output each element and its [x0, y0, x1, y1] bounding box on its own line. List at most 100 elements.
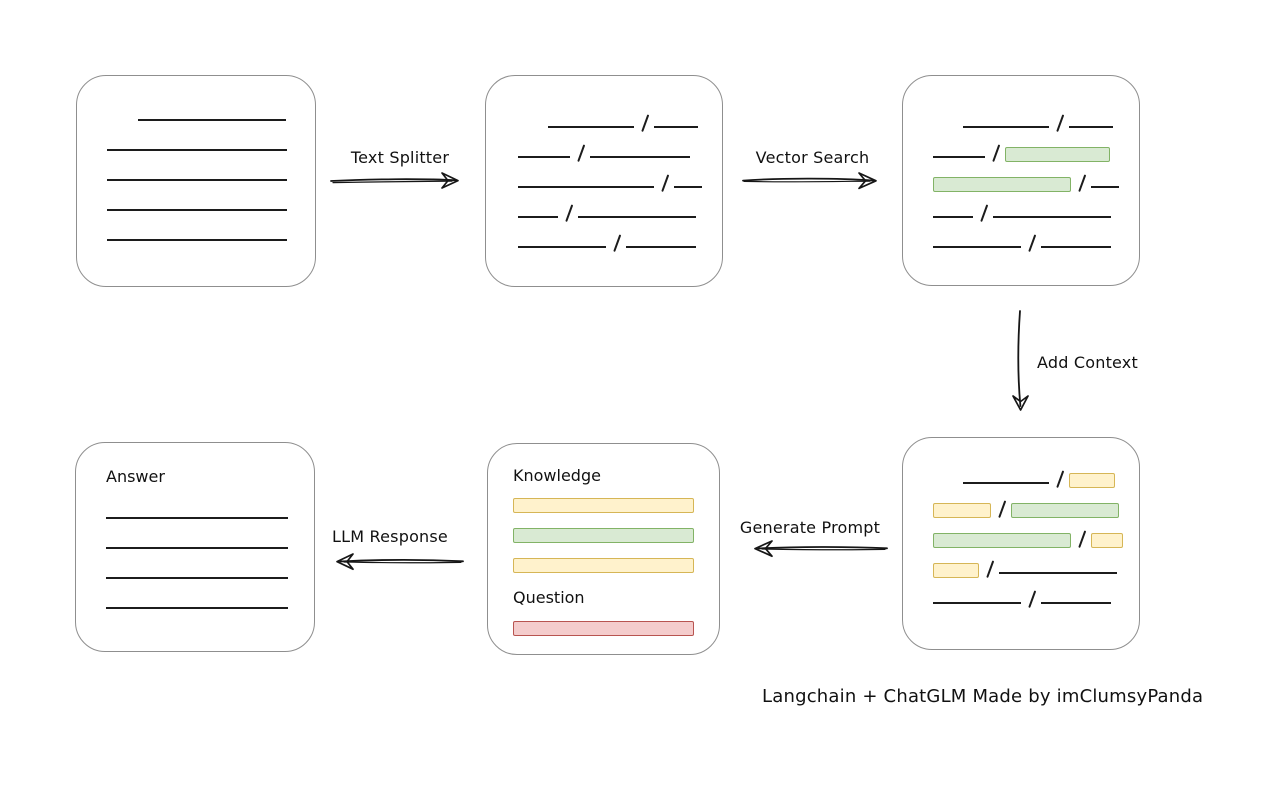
- text-line: [933, 156, 985, 158]
- slash-separator: [1056, 114, 1065, 133]
- answer-box: Answer: [75, 442, 315, 652]
- generate-prompt-label: Generate Prompt: [739, 518, 881, 537]
- highlight-green-chunk: [933, 177, 1071, 192]
- highlight-yellow-chunk: [933, 563, 979, 578]
- yellow-chunk-bar: [513, 498, 694, 513]
- generate-prompt-arrow: [738, 536, 888, 561]
- diagram-caption: Langchain + ChatGLM Made by imClumsyPand…: [762, 686, 1204, 707]
- text-line: [963, 126, 1049, 128]
- text-row: [518, 222, 722, 253]
- text-row: [138, 95, 315, 125]
- slash-separator: [661, 174, 670, 193]
- text-line: [107, 209, 287, 211]
- question-bars: [513, 621, 719, 636]
- text-line: [106, 517, 288, 519]
- text-line: [518, 216, 558, 218]
- source-document-box: [76, 75, 316, 287]
- slash-separator: [1028, 234, 1037, 253]
- text-line: [933, 216, 973, 218]
- add-context-label: Add Context: [1037, 353, 1138, 372]
- text-row: [963, 102, 1139, 133]
- vector-search-label: Vector Search: [755, 148, 870, 167]
- slash-separator: [1078, 174, 1087, 193]
- slash-separator: [641, 114, 650, 133]
- text-row: [107, 155, 315, 185]
- answer-lines: [106, 493, 314, 613]
- text-splitter-arrow: [330, 168, 470, 193]
- text-line: [1041, 246, 1112, 248]
- context-chunk-rows: [903, 438, 1139, 609]
- slash-separator: [992, 144, 1001, 163]
- text-line: [963, 482, 1049, 484]
- text-line: [106, 577, 288, 579]
- text-line: [518, 156, 570, 158]
- text-row: [106, 553, 314, 583]
- question-label: Question: [513, 588, 585, 607]
- slash-separator: [980, 204, 989, 223]
- arrow-left-icon: [754, 540, 888, 558]
- vector-search-arrow: [742, 168, 888, 193]
- text-row: [933, 548, 1139, 579]
- red-chunk-bar: [513, 621, 694, 636]
- chunk-rows: [486, 76, 722, 253]
- highlight-green-chunk: [1011, 503, 1120, 518]
- yellow-chunk-bar: [513, 558, 694, 573]
- text-line: [626, 246, 697, 248]
- text-line: [548, 126, 634, 128]
- text-row: [933, 578, 1139, 609]
- text-splitter-label: Text Splitter: [350, 148, 450, 167]
- text-line: [933, 246, 1021, 248]
- text-line: [590, 156, 691, 158]
- prompt-box: Knowledge Question: [487, 443, 720, 655]
- text-line: [1091, 186, 1120, 188]
- text-row: [933, 192, 1139, 223]
- text-row: [107, 125, 315, 155]
- text-row: [107, 185, 315, 215]
- text-line: [107, 179, 287, 181]
- text-line: [106, 547, 288, 549]
- text-row: [933, 488, 1139, 519]
- text-row: [107, 215, 315, 245]
- slash-separator: [1028, 590, 1037, 609]
- highlight-yellow-chunk: [1091, 533, 1124, 548]
- text-line: [518, 186, 654, 188]
- knowledge-label: Knowledge: [513, 466, 601, 485]
- highlight-green-chunk: [933, 533, 1071, 548]
- text-line: [138, 119, 286, 121]
- text-row: [106, 583, 314, 613]
- answer-label: Answer: [106, 467, 165, 486]
- arrow-right-icon: [330, 172, 459, 189]
- slash-separator: [1056, 470, 1065, 489]
- text-line: [1069, 126, 1114, 128]
- text-row: [518, 162, 722, 193]
- slash-separator: [998, 500, 1007, 519]
- text-row: [518, 132, 722, 163]
- text-row: [106, 523, 314, 553]
- text-row: [933, 132, 1139, 163]
- text-line: [674, 186, 703, 188]
- text-row: [933, 518, 1139, 549]
- add-context-arrow: [1008, 310, 1034, 420]
- text-line: [578, 216, 697, 218]
- highlight-green-chunk: [1005, 147, 1111, 162]
- matched-chunks-box: [902, 75, 1140, 286]
- split-chunks-box: [485, 75, 723, 287]
- arrow-left-icon: [336, 553, 464, 571]
- slash-separator: [565, 204, 574, 223]
- slash-separator: [1078, 530, 1087, 549]
- knowledge-bars: [513, 498, 719, 573]
- text-row: [933, 162, 1139, 193]
- text-line: [106, 607, 288, 609]
- text-line: [107, 149, 287, 151]
- highlight-yellow-chunk: [1069, 473, 1116, 488]
- highlight-yellow-chunk: [933, 503, 991, 518]
- arrow-right-icon: [742, 172, 877, 190]
- text-row: [963, 458, 1139, 489]
- text-row: [518, 192, 722, 223]
- text-row: [548, 102, 722, 133]
- slash-separator: [613, 234, 622, 253]
- slash-separator: [577, 144, 586, 163]
- arrow-down-icon: [1012, 310, 1029, 411]
- llm-response-label: LLM Response: [332, 527, 448, 546]
